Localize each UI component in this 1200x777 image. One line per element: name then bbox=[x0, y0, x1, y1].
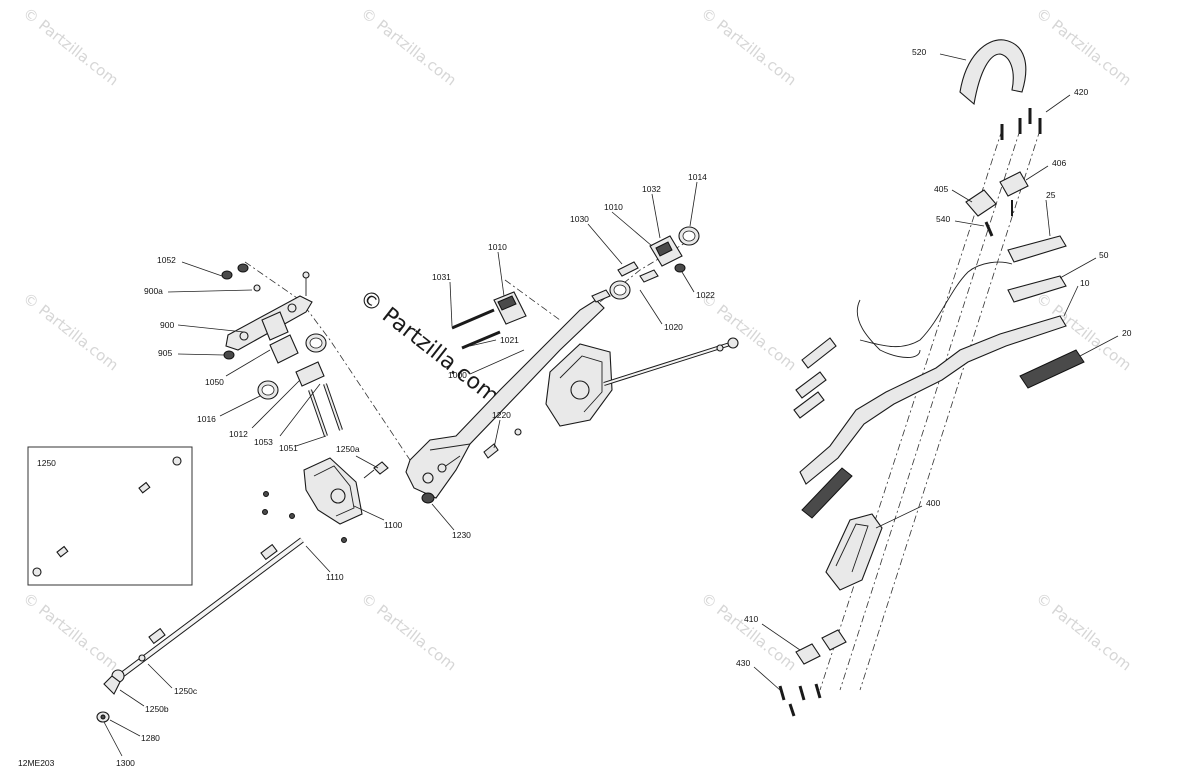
label-1030: 1030 bbox=[570, 214, 589, 224]
label-1031: 1031 bbox=[432, 272, 451, 282]
inset-1250: 1250 bbox=[27, 446, 193, 586]
handlebar-assembly bbox=[778, 39, 1085, 717]
label-1250b: 1250b bbox=[145, 704, 169, 714]
label-1012: 1012 bbox=[229, 429, 248, 439]
watermark-layer: © Partzilla.com © Partzilla.com © Partzi… bbox=[20, 4, 1135, 674]
label-1020: 1020 bbox=[664, 322, 683, 332]
label-1110: 1110 bbox=[326, 572, 344, 582]
label-25: 25 bbox=[1046, 190, 1056, 200]
label-1021: 1021 bbox=[500, 335, 519, 345]
label-900: 900 bbox=[160, 320, 174, 330]
label-1300: 1300 bbox=[116, 758, 135, 768]
label-420: 420 bbox=[1074, 87, 1088, 97]
label-1010-left: 1010 bbox=[488, 242, 507, 252]
watermark: © Partzilla.com bbox=[698, 4, 800, 89]
label-1220: 1220 bbox=[492, 410, 511, 420]
label-1016: 1016 bbox=[197, 414, 216, 424]
inset-label: 1250 bbox=[37, 458, 56, 468]
label-405: 405 bbox=[934, 184, 948, 194]
label-1032: 1032 bbox=[642, 184, 661, 194]
lower-shaft bbox=[96, 537, 304, 723]
label-1050: 1050 bbox=[205, 377, 224, 387]
label-1051: 1051 bbox=[279, 443, 298, 453]
label-1010-right: 1010 bbox=[604, 202, 623, 212]
label-50: 50 bbox=[1099, 250, 1109, 260]
watermark: © Partzilla.com bbox=[358, 4, 460, 89]
label-1052: 1052 bbox=[157, 255, 176, 265]
label-1230: 1230 bbox=[452, 530, 471, 540]
watermark: © Partzilla.com bbox=[358, 589, 460, 674]
part-labels: 520 420 406 405 540 25 50 10 20 400 410 … bbox=[18, 47, 1132, 768]
steering-column bbox=[405, 239, 691, 504]
label-900a: 900a bbox=[144, 286, 163, 296]
label-1022: 1022 bbox=[696, 290, 715, 300]
housing-1100 bbox=[262, 457, 389, 543]
label-1053: 1053 bbox=[254, 437, 273, 447]
label-400: 400 bbox=[926, 498, 940, 508]
label-1250a: 1250a bbox=[336, 444, 360, 454]
label-1250c: 1250c bbox=[174, 686, 198, 696]
label-1000: 1000 bbox=[448, 370, 467, 380]
watermark: © Partzilla.com bbox=[1033, 4, 1135, 89]
label-10: 10 bbox=[1080, 278, 1090, 288]
inset-frame bbox=[27, 446, 193, 586]
label-905: 905 bbox=[158, 348, 172, 358]
label-430: 430 bbox=[736, 658, 750, 668]
label-410: 410 bbox=[744, 614, 758, 624]
label-20: 20 bbox=[1122, 328, 1132, 338]
label-540: 540 bbox=[936, 214, 950, 224]
watermark: © Partzilla.com bbox=[20, 289, 122, 374]
label-1280: 1280 bbox=[141, 733, 160, 743]
brand-watermark: © Partzilla.com bbox=[354, 285, 503, 409]
label-520: 520 bbox=[912, 47, 926, 57]
leader-lines bbox=[103, 53, 1119, 757]
watermark: © Partzilla.com bbox=[1033, 589, 1135, 674]
upper-column-parts bbox=[451, 226, 739, 427]
watermark: © Partzilla.com bbox=[20, 4, 122, 89]
watermark: © Partzilla.com bbox=[20, 589, 122, 674]
label-1014: 1014 bbox=[688, 172, 707, 182]
label-1100: 1100 bbox=[384, 520, 403, 530]
watermark: © Partzilla.com bbox=[698, 289, 800, 374]
diagram-code: 12ME203 bbox=[18, 758, 55, 768]
left-bracket-assembly bbox=[221, 261, 411, 461]
label-406: 406 bbox=[1052, 158, 1066, 168]
